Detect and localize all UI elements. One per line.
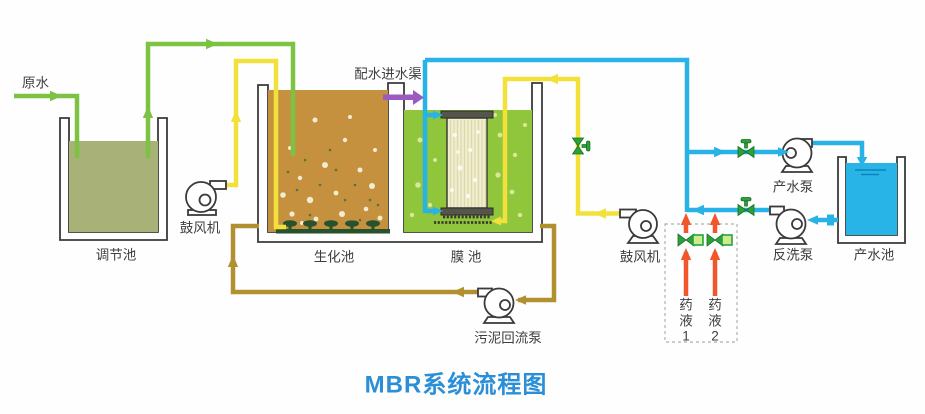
pipe-air-membrane [496,76,622,224]
svg-text:液: 液 [679,314,693,329]
bio-tank-floc-dots [286,148,380,222]
sludge-pump-inlet-arrow [515,295,526,305]
air-bio-arrow [230,110,242,122]
valve-chemical-2 [706,233,733,247]
sludge-arrows [227,255,464,298]
svg-text:2: 2 [711,329,719,344]
bio-tank-diffusers [276,220,390,234]
valve-product-line [737,139,755,159]
svg-text:药: 药 [679,298,693,313]
valve-backwash-line [737,197,755,217]
module-bubbles [450,130,480,199]
backwash-pump-icon [769,205,808,245]
raw-water-arrows [50,38,218,118]
blower-1-label: 鼓风机 [180,221,221,236]
module-bottom-cap [440,207,494,216]
chemical-dosing-box [664,223,738,343]
pipe-permeate [422,57,865,223]
regulation-tank [59,117,168,241]
backwash-pump-inlet-arrow [807,215,818,225]
chemical-arrows [680,213,721,260]
bio-tank-bubbles [280,115,383,226]
regulation-tank-water [69,141,158,232]
membrane-tank-bubbles [409,113,527,218]
membrane-fibers [449,120,487,207]
svg-text:药: 药 [708,298,722,313]
air-membrane-arrows [491,73,606,226]
water-surface-marks [855,169,886,176]
backwash-pump-label: 反洗泵 [773,248,814,263]
regulation-tank-label: 调节池 [96,248,137,263]
product-pump-label: 产水泵 [773,180,814,195]
diagram-title: MBR系统流程图 [365,370,548,398]
permeate-arrows [433,110,868,216]
svg-text:1: 1 [682,329,690,344]
blower-2-icon [619,208,660,244]
pipe-air-bio [222,58,286,230]
module-top-cap [440,110,494,119]
membrane-tank-label: 膜 池 [451,250,482,265]
chemical-1-label: 药 液 1 [679,298,693,344]
chemical-2-label: 药 液 2 [708,298,722,344]
blower-1-icon [185,180,227,216]
distribution-channel-arrow [383,90,424,105]
product-tank-label: 产水池 [854,248,895,263]
product-tank-outlet-fitting [827,214,834,226]
blower-2-label: 鼓风机 [620,250,661,265]
valve-chemical-1 [677,233,704,247]
sludge-pump-label: 污泥回流泵 [474,331,542,346]
valve-air-membrane [571,137,591,155]
bio-tank-label: 生化池 [314,250,355,265]
membrane-module [409,110,527,224]
sludge-pump-icon [477,287,516,324]
product-tank [837,156,906,244]
pipe-raw-water [14,41,296,158]
svg-text:液: 液 [708,314,722,329]
product-pump-icon [780,137,814,173]
distribution-channel-label: 配水进水渠 [354,67,422,82]
product-pump-inlet-arrow [778,147,789,157]
raw-water-label: 原水 [22,76,49,91]
bio-tank-water [268,90,388,232]
